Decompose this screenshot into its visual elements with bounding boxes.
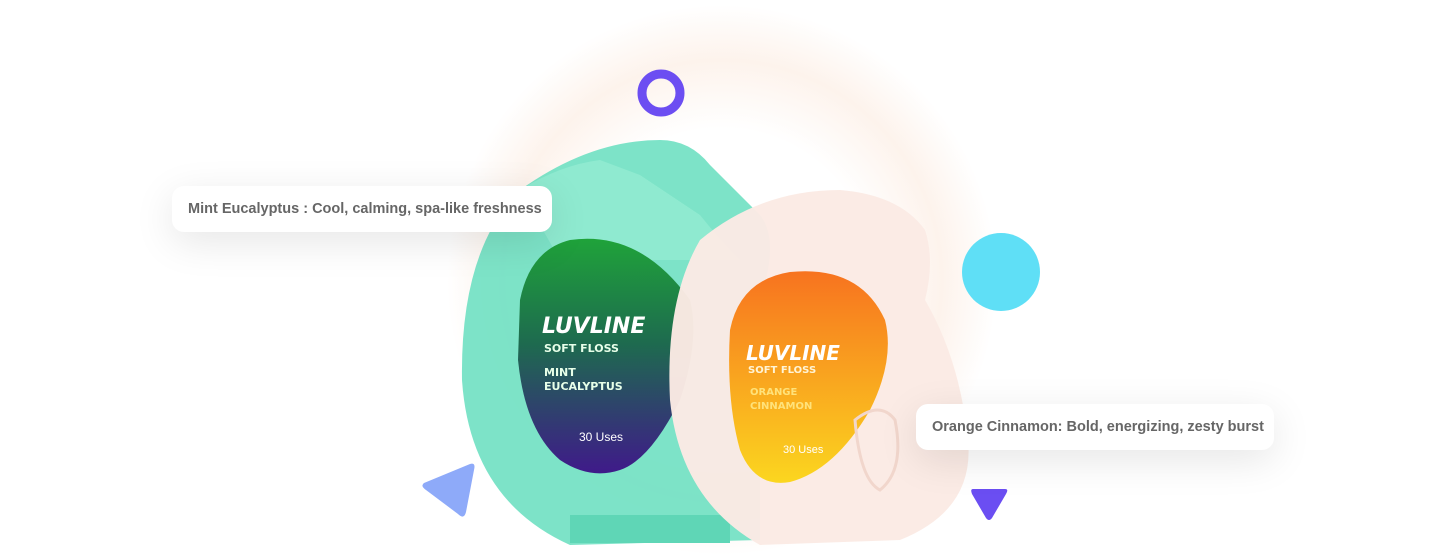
uses-count: 30 Uses xyxy=(783,444,824,456)
uses-count: 30 Uses xyxy=(579,430,623,444)
orange-floss-product: LUVLINE SOFT FLOSS ORANGE CINNAMON 30 Us… xyxy=(669,190,969,545)
flavor-line-2: CINNAMON xyxy=(750,401,812,412)
flavor-line-1: ORANGE xyxy=(750,387,798,398)
callout-text: Mint Eucalyptus : Cool, calming, spa-lik… xyxy=(188,201,542,217)
orange-cinnamon-callout: Orange Cinnamon: Bold, energizing, zesty… xyxy=(916,404,1274,450)
purple-triangle-decoration xyxy=(971,489,1008,520)
flavor-line-2: EUCALYPTUS xyxy=(544,380,623,393)
flavor-line-1: MINT xyxy=(544,366,576,379)
mint-eucalyptus-callout: Mint Eucalyptus : Cool, calming, spa-lik… xyxy=(172,186,552,232)
product-subtitle: SOFT FLOSS xyxy=(544,342,619,355)
brand-logo: LUVLINE xyxy=(542,314,645,339)
brand-logo: LUVLINE xyxy=(746,341,840,365)
cyan-dot-decoration xyxy=(962,233,1040,311)
blue-triangle-decoration xyxy=(422,463,475,517)
callout-text: Orange Cinnamon: Bold, energizing, zesty… xyxy=(932,419,1264,435)
purple-ring-decoration xyxy=(637,69,685,117)
product-subtitle: SOFT FLOSS xyxy=(748,365,816,376)
